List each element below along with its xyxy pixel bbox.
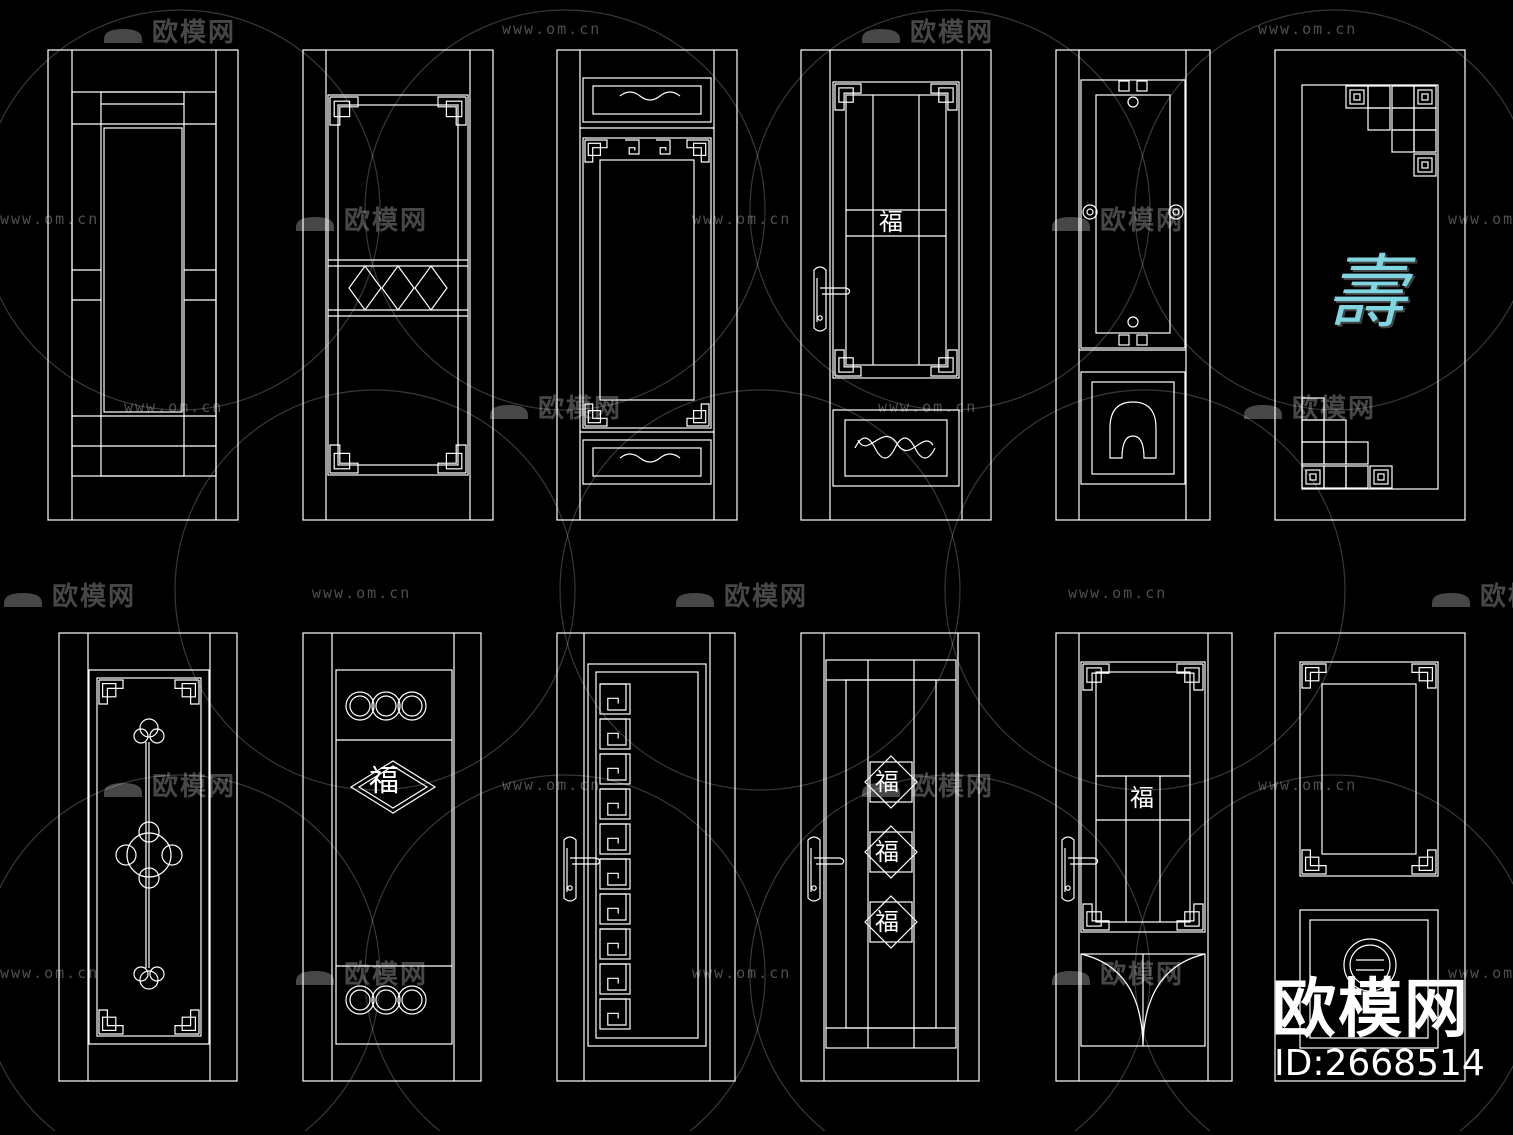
sofa-logo-icon [104, 782, 142, 797]
watermark-brand: 欧模网 [0, 576, 136, 613]
shou-character: 壽 [1326, 246, 1406, 339]
watermark-url: www.om.cn [692, 210, 792, 228]
watermark-url: www.om.cn [502, 776, 602, 794]
door-2 [302, 49, 494, 521]
door-11 [1055, 632, 1233, 1082]
door-7 [58, 632, 238, 1082]
watermark-brand: 欧模网 [1240, 388, 1376, 425]
sofa-logo-icon [104, 28, 142, 43]
watermark-brand: 欧模网 [858, 766, 994, 803]
watermark-brand-text: 欧模网 [52, 582, 137, 612]
watermark-url: www.om.cn [0, 210, 100, 228]
watermark-brand: 欧模网 [1048, 954, 1184, 991]
watermark-brand-text: 欧模网 [1100, 960, 1185, 990]
sofa-logo-icon [1244, 404, 1282, 419]
watermark-brand-text: 欧模网 [344, 960, 429, 990]
watermark-url: www.om.cn [1258, 20, 1358, 38]
model-id-label: ID:2668514 [1274, 1043, 1485, 1084]
door-4 [800, 49, 992, 521]
door-6 [1274, 49, 1466, 521]
watermark-brand-text: 欧模网 [724, 582, 809, 612]
fu-character-door-10-c: 福 [875, 908, 899, 936]
fu-character-door-8: 福 [369, 764, 399, 799]
sofa-logo-icon [490, 404, 528, 419]
brand-logo-text: 欧模网 [1272, 973, 1470, 1047]
watermark-url: www.om.cn [312, 584, 412, 602]
sofa-logo-icon [1432, 592, 1470, 607]
door-5 [1055, 49, 1211, 521]
watermark-brand-text: 欧模网 [1292, 394, 1377, 424]
watermark-brand-text: 欧模网 [1480, 582, 1513, 612]
watermark-url: www.om.cn [502, 20, 602, 38]
fu-character-door-10-b: 福 [875, 838, 899, 866]
sofa-logo-icon [676, 592, 714, 607]
sofa-logo-icon [4, 592, 42, 607]
door-1 [47, 49, 239, 521]
door-8 [302, 632, 482, 1082]
watermark-url: www.om.cn [878, 398, 978, 416]
watermark-brand: 欧模网 [1048, 200, 1184, 237]
sofa-logo-icon [296, 216, 334, 231]
watermark-brand-text: 欧模网 [538, 394, 623, 424]
watermark-brand: 欧模网 [100, 766, 236, 803]
watermark-brand-text: 欧模网 [344, 206, 429, 236]
watermark-brand: 欧模网 [100, 12, 236, 49]
door-9 [556, 632, 736, 1082]
fu-character-door-4: 福 [879, 208, 903, 236]
sofa-logo-icon [1052, 970, 1090, 985]
sofa-logo-icon [1052, 216, 1090, 231]
door-12 [1274, 632, 1466, 1082]
watermark-brand-text: 欧模网 [910, 772, 995, 802]
fu-character-door-11: 福 [1130, 784, 1154, 812]
watermark-url: www.om.cn [1068, 584, 1168, 602]
watermark-brand: 欧模网 [858, 12, 994, 49]
watermark-brand-text: 欧模网 [910, 18, 995, 48]
watermark-brand: 欧模网 [672, 576, 808, 613]
watermark-brand: 欧模网 [292, 954, 428, 991]
watermark-url: www.om.cn [692, 964, 792, 982]
door-3 [556, 49, 738, 521]
watermark-url: www.om.cn [124, 398, 224, 416]
watermark-brand: 欧模网 [486, 388, 622, 425]
sofa-logo-icon [862, 28, 900, 43]
watermark-brand-text: 欧模网 [1100, 206, 1185, 236]
watermark-url: www.om.cn [0, 964, 100, 982]
watermark-brand: 欧模网 [292, 200, 428, 237]
watermark-brand-text: 欧模网 [152, 18, 237, 48]
watermark-brand: 欧模网 [1428, 576, 1513, 613]
watermark-brand-text: 欧模网 [152, 772, 237, 802]
watermark-url: www.om.cn [1448, 964, 1513, 982]
fu-character-door-10-a: 福 [875, 768, 899, 796]
door-set [47, 49, 1466, 1082]
sofa-logo-icon [862, 782, 900, 797]
watermark-url: www.om.cn [1258, 776, 1358, 794]
door-10 [800, 632, 980, 1082]
sofa-logo-icon [296, 970, 334, 985]
watermark-url: www.om.cn [1448, 210, 1513, 228]
watermark-arcs [0, 9, 1513, 1135]
